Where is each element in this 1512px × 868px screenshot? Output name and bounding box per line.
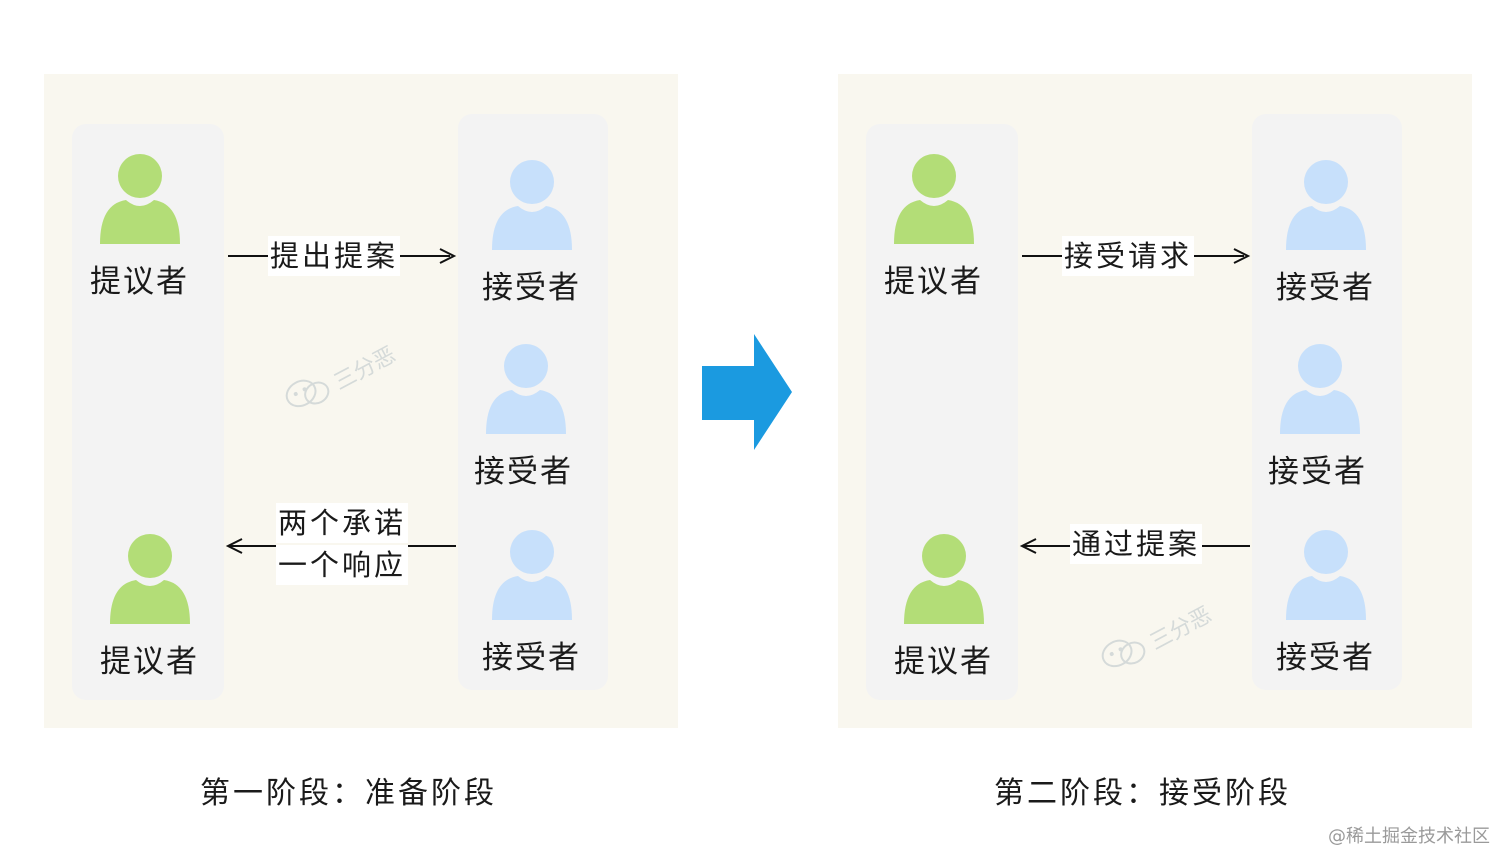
- acceptor-icon: [490, 528, 574, 620]
- proposer-label: 提议者: [100, 644, 199, 680]
- message-accepted: 通过提案: [1070, 524, 1203, 564]
- proposer-icon: [902, 532, 986, 624]
- acceptor-icon: [490, 158, 574, 250]
- acceptor-label: 接受者: [1276, 640, 1375, 676]
- watermark: 三分恶: [1095, 593, 1219, 685]
- caption-phase2: 第二阶段：接受阶段: [994, 776, 1291, 811]
- watermark: 三分恶: [279, 333, 403, 425]
- proposer-label: 提议者: [90, 264, 189, 300]
- proposer-label: 提议者: [884, 264, 983, 300]
- wechat-icon: [279, 367, 339, 426]
- acceptor-label: 接受者: [482, 640, 581, 676]
- transition-arrow-icon: [702, 334, 794, 454]
- proposer-label: 提议者: [894, 644, 993, 680]
- message-response: 一个响应: [276, 545, 409, 585]
- footer-credit: @稀土掘金技术社区: [1328, 826, 1490, 847]
- acceptor-label: 接受者: [482, 270, 581, 306]
- message-propose: 提出提案: [268, 236, 401, 276]
- proposer-icon: [892, 152, 976, 244]
- caption-phase1: 第一阶段：准备阶段: [200, 776, 497, 811]
- acceptor-label: 接受者: [474, 454, 573, 490]
- proposer-icon: [108, 532, 192, 624]
- acceptor-icon: [1284, 158, 1368, 250]
- acceptor-label: 接受者: [1268, 454, 1367, 490]
- proposer-icon: [98, 152, 182, 244]
- acceptor-icon: [1278, 342, 1362, 434]
- message-promise: 两个承诺: [276, 503, 409, 543]
- message-accept-request: 接受请求: [1062, 236, 1195, 276]
- acceptor-icon: [484, 342, 568, 434]
- acceptor-icon: [1284, 528, 1368, 620]
- acceptor-label: 接受者: [1276, 270, 1375, 306]
- wechat-icon: [1095, 627, 1155, 686]
